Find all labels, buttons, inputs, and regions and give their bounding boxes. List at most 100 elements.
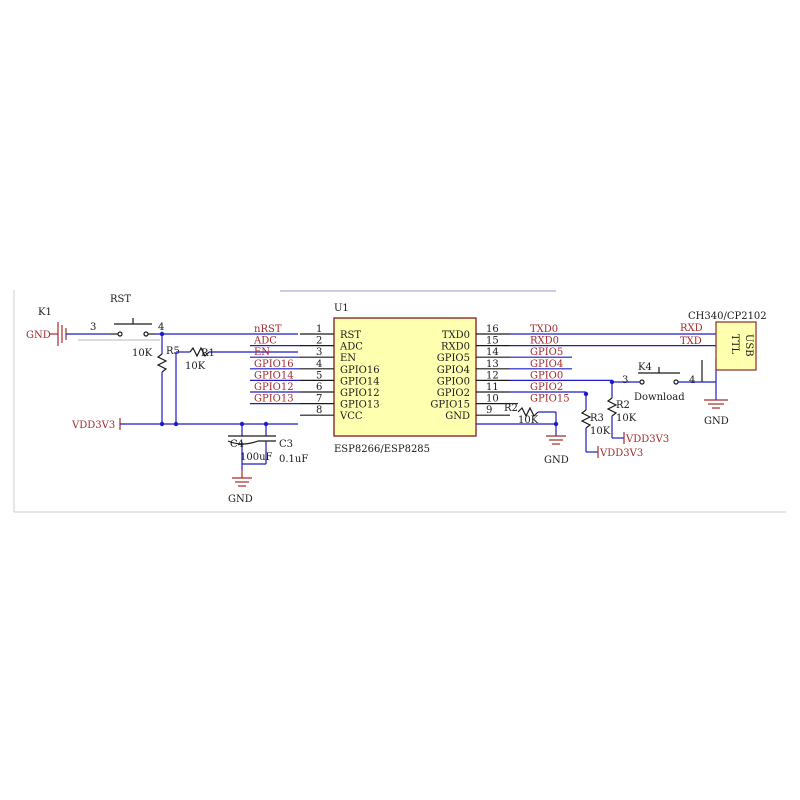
r2b-value: 10K [616, 413, 637, 424]
pin-number: 7 [316, 394, 322, 405]
pin-number: 1 [316, 324, 322, 335]
pin-number: 10 [486, 394, 499, 405]
pin-number: 3 [316, 347, 322, 358]
pin-name: GPIO16 [340, 365, 380, 376]
pin-number: 9 [486, 405, 492, 416]
pin-name: GPIO12 [340, 388, 380, 399]
pin-name: GND [445, 411, 470, 422]
net-label: GPIO15 [530, 394, 570, 405]
usb-label-ttl: TTL [729, 334, 740, 355]
pin-name: GPIO14 [340, 376, 380, 387]
pin-number: 12 [486, 370, 499, 381]
net-label: GPIO2 [530, 382, 563, 393]
pin-number: 8 [316, 405, 322, 416]
usb-txd-label: TXD [680, 336, 702, 347]
usb-title: CH340/CP2102 [688, 311, 767, 322]
usb-label-usb: USB [743, 334, 754, 357]
usb-rxd-label: RXD [680, 323, 703, 334]
r3-ref: R3 [590, 413, 604, 424]
r3-body [580, 409, 592, 429]
k4-pin-4: 4 [689, 375, 695, 386]
k4-pin-3: 3 [622, 375, 628, 386]
u1-ref: U1 [334, 303, 349, 314]
net-label: RXD0 [530, 336, 559, 347]
pin-number: 13 [486, 359, 499, 370]
rst-pin-3: 3 [90, 322, 96, 333]
pin-number: 14 [486, 347, 499, 358]
net-label: ADC [253, 336, 277, 347]
vcc-junction-r1 [173, 421, 179, 427]
k1-gnd-label: GND [26, 330, 51, 341]
pin-number: 15 [486, 336, 499, 347]
net-label: GPIO14 [254, 370, 294, 381]
pin-name: TXD0 [442, 330, 470, 341]
pin-number: 2 [316, 336, 322, 347]
r2b-body [606, 397, 618, 417]
rst-pin-4: 4 [158, 322, 164, 333]
u1-body [333, 317, 477, 437]
vdd-left-label: VDD3V3 [71, 420, 115, 431]
net-label: GPIO5 [530, 347, 563, 358]
rst-switch-contact-left [117, 331, 123, 337]
net-label: GPIO16 [254, 359, 294, 370]
net-label: GPIO0 [530, 370, 563, 381]
pin-name: GPIO5 [437, 353, 470, 364]
r2-value: 10K [518, 415, 539, 426]
pin-number: 11 [486, 382, 499, 393]
pin-name: RXD0 [441, 342, 470, 353]
usb-ttl-body [715, 321, 757, 371]
r1-body [189, 346, 210, 358]
vcc-junction-c4 [239, 421, 245, 427]
vcc-junction-r5 [159, 421, 165, 427]
pin-name: EN [340, 353, 356, 364]
pin-name: GPIO15 [430, 400, 470, 411]
r2-ref: R2 [504, 403, 518, 414]
r1-ref: R1 [201, 348, 215, 359]
r2-body [517, 406, 539, 418]
net-label: GPIO12 [254, 382, 294, 393]
pin-name: VCC [339, 411, 363, 422]
pin-number: 6 [316, 382, 322, 393]
k4-ref: K4 [638, 362, 652, 373]
pin-name: ADC [339, 342, 363, 353]
u1-right-pins: 16TXD0TXD015RXD0RXD014GPIO5GPIO513GPIO4G… [430, 324, 716, 422]
pin-number: 16 [486, 324, 499, 335]
net-label: nRST [254, 324, 282, 335]
pin-name: GPIO4 [437, 365, 470, 376]
pin-number: 4 [316, 359, 322, 370]
pin-name: GPIO13 [340, 400, 380, 411]
pin-number: 5 [316, 370, 322, 381]
gnd-caps-label: GND [228, 494, 253, 505]
r5-ref: R5 [166, 346, 180, 357]
r3-junction [583, 391, 589, 397]
gnd-right-label: GND [704, 416, 729, 427]
vcc-junction-c3 [263, 421, 269, 427]
r1-value: 10K [185, 361, 206, 372]
gnd-mid-label: GND [544, 455, 569, 466]
c4-value: 100uF [240, 452, 273, 463]
c3-value: 0.1uF [279, 454, 308, 465]
vdd-r2-label: VDD3V3 [625, 434, 669, 445]
r5-body [156, 353, 168, 373]
k4-contact-right [673, 379, 679, 385]
k4-label: Download [634, 392, 685, 403]
net-label: GPIO4 [530, 359, 563, 370]
rst-switch-contact-right [143, 331, 149, 337]
vdd-r3-label: VDD3V3 [599, 448, 643, 459]
r2b-ref: R2 [616, 400, 630, 411]
r5-junction-top [159, 331, 165, 337]
